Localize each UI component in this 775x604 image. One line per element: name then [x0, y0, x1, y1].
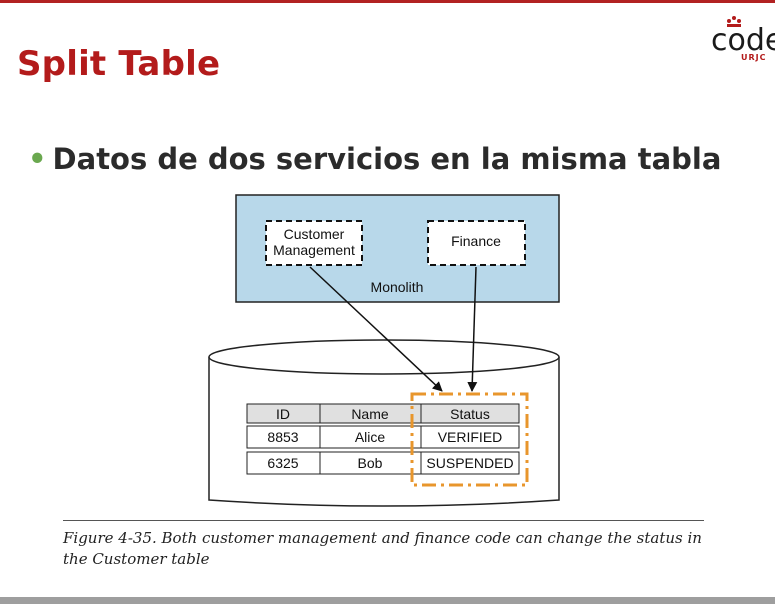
table-header-name: Name — [351, 406, 389, 422]
customer-to-status-arrow — [309, 266, 443, 392]
table-header-row — [246, 403, 520, 424]
customer-management-label-line1: Customer — [284, 226, 345, 242]
table-header-status: Status — [450, 406, 490, 422]
slide-title: Split Table — [17, 44, 221, 84]
table-row — [246, 425, 520, 449]
table-cell-id: 8853 — [267, 429, 298, 445]
bottom-bar — [0, 597, 775, 604]
logo-crown-icon — [727, 16, 741, 27]
top-accent-bar — [0, 0, 775, 3]
table-cell-name: Bob — [358, 455, 383, 471]
database-cylinder-top — [208, 339, 560, 375]
finance-to-status-arrow — [467, 266, 478, 392]
customer-table: ID Name Status 8853 Alice VERIFIED 6325 … — [246, 403, 520, 475]
status-column-highlight — [410, 392, 529, 487]
table-cell-name: Alice — [355, 429, 386, 445]
table-cell-status: VERIFIED — [438, 429, 503, 445]
finance-service — [427, 220, 526, 266]
customer-management-service — [265, 220, 363, 266]
bullet-item: •Datos de dos servicios en la misma tabl… — [28, 142, 721, 176]
customer-management-label-line2: Management — [273, 242, 355, 258]
logo-sub: URJC — [741, 53, 767, 62]
figure-caption: Figure 4-35. Both customer management an… — [63, 529, 702, 568]
bullet-dot-icon: • — [28, 142, 47, 176]
monolith-label: Monolith — [371, 279, 424, 295]
table-cell-status: SUSPENDED — [426, 455, 513, 471]
table-cell-id: 6325 — [267, 455, 298, 471]
finance-label: Finance — [451, 233, 501, 249]
table-row — [246, 451, 520, 475]
code-urjc-logo: code URJC — [707, 10, 775, 66]
logo-word: code — [711, 23, 775, 58]
bullet-text: Datos de dos servicios en la misma tabla — [52, 142, 722, 176]
caption-divider — [63, 520, 704, 521]
table-header-id: ID — [276, 406, 290, 422]
